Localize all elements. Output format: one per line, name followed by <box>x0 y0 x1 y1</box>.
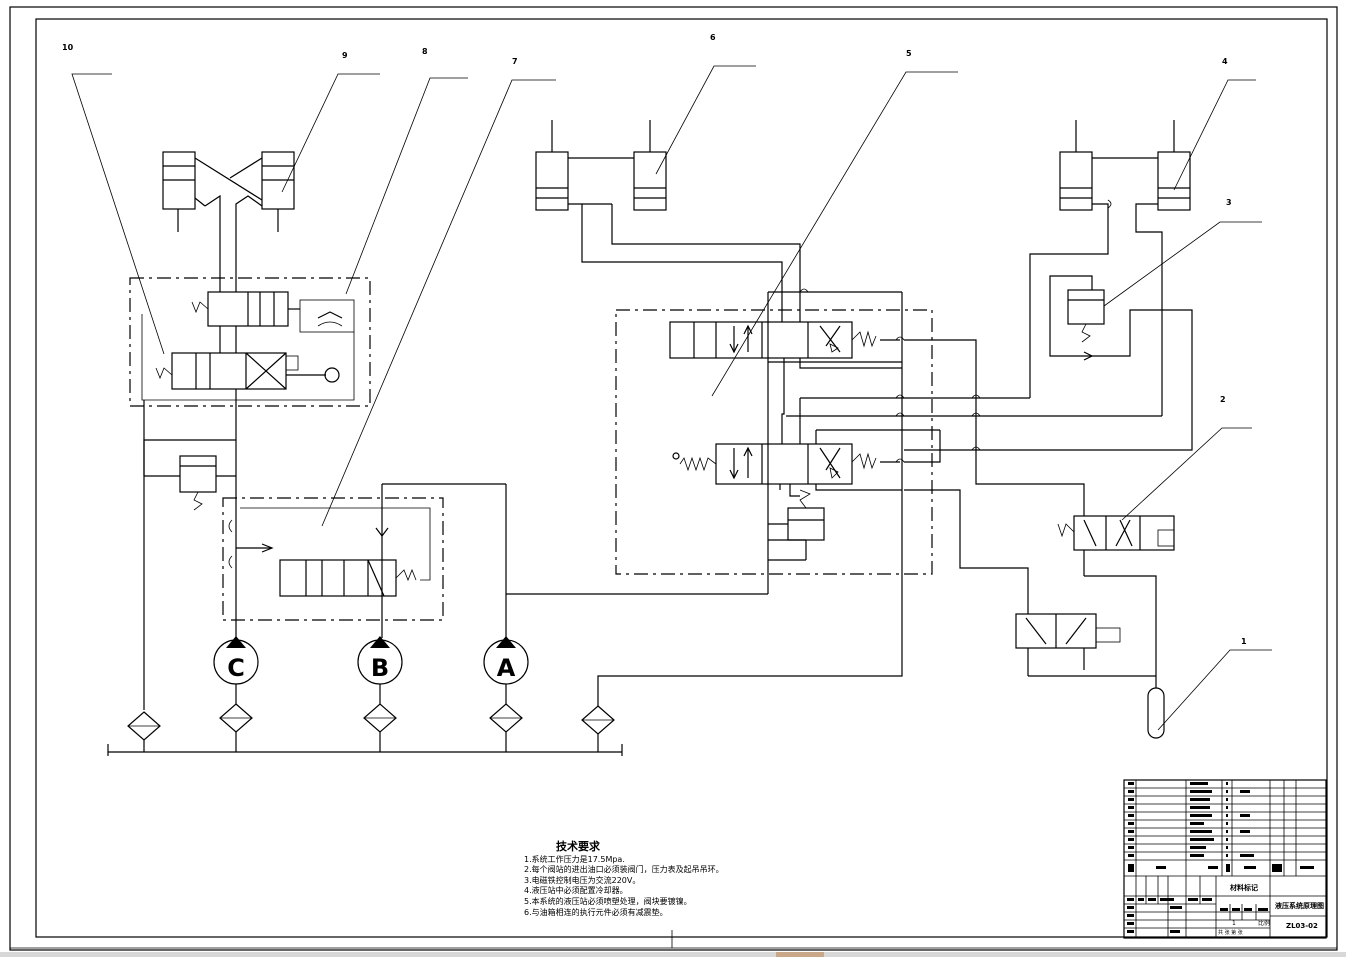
title-block: 材料标记 液压系统原理图 ZL03-02 1 比例 共 张 第 张 <box>1123 779 1327 939</box>
callout-7: 7 <box>512 57 518 66</box>
material-mark: 材料标记 <box>1229 883 1258 892</box>
drawing-frame <box>9 6 1338 951</box>
scale-label: 比例 <box>1258 919 1270 927</box>
pump-b: B <box>357 636 403 685</box>
callout-8: 8 <box>422 47 428 56</box>
drawing-number: ZL03-02 <box>1286 922 1318 930</box>
note-item: 1.系统工作压力是17.5Mpa. <box>524 854 625 864</box>
sheet-info: 共 张 第 张 <box>1218 929 1243 936</box>
filters-and-tank <box>107 292 903 756</box>
parts-list-grid <box>1124 780 1326 877</box>
drawing-name: 液压系统原理图 <box>1275 901 1324 910</box>
scale-value: 1 <box>1232 920 1236 927</box>
right-circuit <box>1015 120 1191 739</box>
title-block-grid <box>1124 876 1326 938</box>
callout-1: 1 <box>1241 637 1247 646</box>
callout-10: 10 <box>62 43 74 52</box>
bottom-strip <box>0 952 1346 957</box>
middle-circuit <box>535 120 1193 614</box>
pump-c-label: C <box>227 654 245 682</box>
pump-a: A <box>483 636 529 685</box>
callout-4: 4 <box>1222 57 1228 66</box>
note-item: 4.液压站中必须配置冷却器。 <box>524 886 628 896</box>
note-item: 2.每个阀站的进出油口必须装阀门，压力表及起吊吊环。 <box>524 865 724 875</box>
pump-c: C <box>213 636 259 685</box>
callout-3: 3 <box>1226 198 1232 207</box>
callout-2: 2 <box>1220 395 1226 404</box>
bottom-strip-accent <box>776 952 824 957</box>
pump-b-label: B <box>371 654 389 682</box>
note-item: 6.与油箱相连的执行元件必须有减震垫。 <box>524 907 668 917</box>
left-circuit <box>129 151 768 710</box>
note-item: 5.本系统的液压站必须喷塑处理，阀块要镀镍。 <box>524 896 692 906</box>
notes-title: 技术要求 <box>556 840 600 853</box>
callout-9: 9 <box>342 51 348 60</box>
parts-list-marks <box>1128 782 1314 872</box>
title-block-marks <box>1127 898 1268 933</box>
technical-requirements: 技术要求 1.系统工作压力是17.5Mpa. 2.每个阀站的进出油口必须装阀门，… <box>524 840 824 918</box>
callouts: 1 2 3 4 5 6 7 8 9 10 <box>62 33 1272 731</box>
callout-5: 5 <box>906 49 912 58</box>
note-item: 3.电磁铁控制电压为交流220V。 <box>524 875 641 885</box>
callout-6: 6 <box>710 33 716 42</box>
pump-a-label: A <box>497 654 516 682</box>
